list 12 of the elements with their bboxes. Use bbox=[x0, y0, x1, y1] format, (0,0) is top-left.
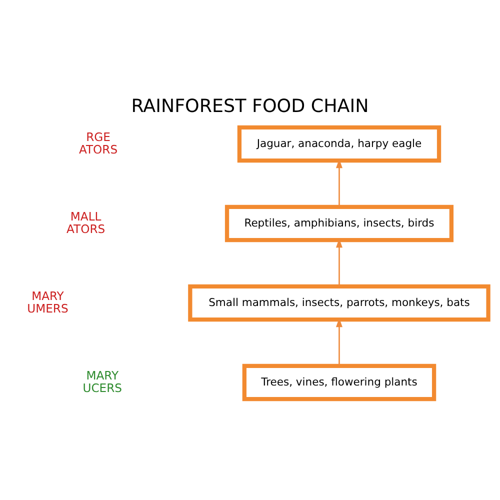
node-box: Reptiles, amphibians, insects, birds bbox=[224, 204, 454, 242]
node-box: Small mammals, insects, parrots, monkeys, bats bbox=[188, 284, 490, 322]
arrow bbox=[336, 318, 342, 366]
label: RGE ATORS bbox=[78, 130, 118, 156]
arrow bbox=[336, 158, 342, 207]
label: MARY UMERS bbox=[27, 288, 68, 316]
diagram-title: RAINFOREST FOOD CHAIN bbox=[131, 96, 369, 118]
node-box: Trees, vines, flowering plants bbox=[242, 364, 436, 402]
arrow bbox=[336, 238, 342, 286]
label: MARY UCERS bbox=[82, 368, 122, 395]
label: MALL ATORS bbox=[66, 209, 106, 236]
node-box: Jaguar, anaconda, harpy eagle bbox=[237, 125, 442, 163]
